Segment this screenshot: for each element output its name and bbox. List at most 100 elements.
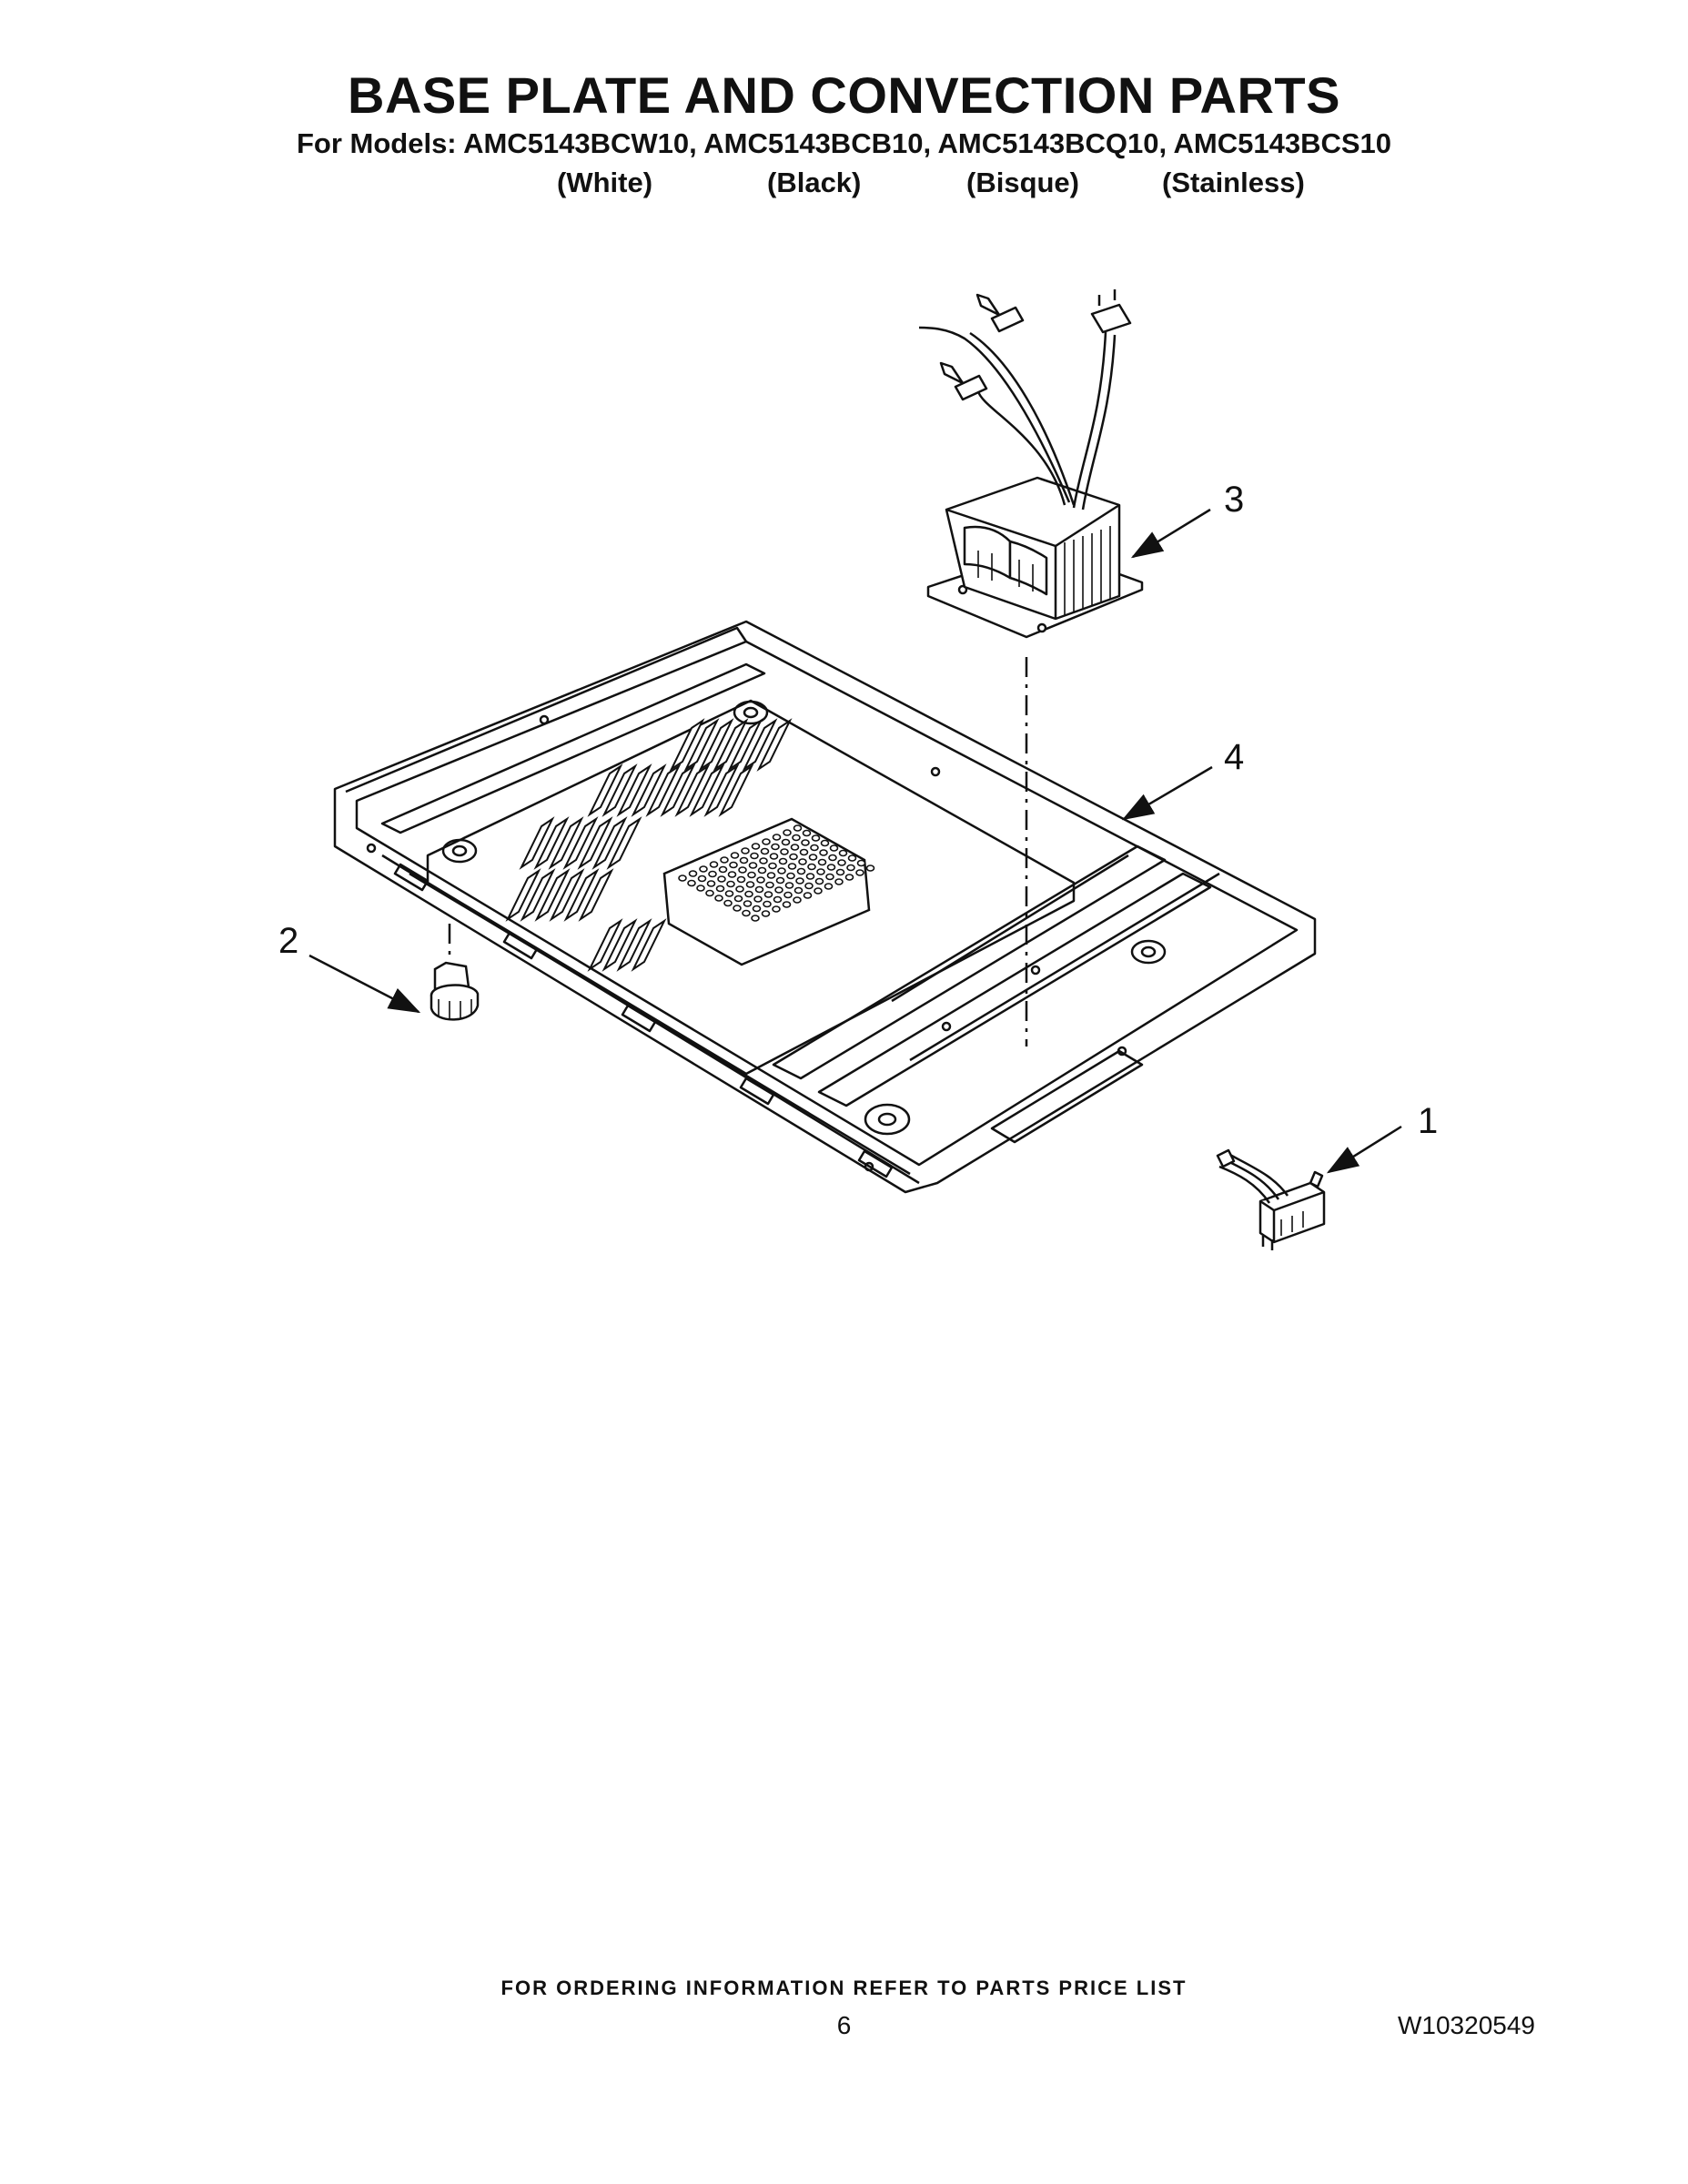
perforation-hole	[760, 847, 770, 855]
perforation-hole	[816, 868, 825, 875]
perforation-hole	[783, 829, 792, 836]
perforation-hole	[738, 866, 747, 874]
perforation-hole	[747, 871, 756, 879]
page-title: BASE PLATE AND CONVECTION PARTS	[348, 66, 1340, 124]
perforation-hole	[763, 900, 772, 908]
perforation-hole	[736, 875, 746, 884]
perforation-hole	[804, 882, 814, 890]
perforation-hole	[834, 878, 844, 885]
color-stainless: (Stainless)	[1162, 167, 1305, 198]
perforation-hole	[855, 869, 864, 876]
perforation-hole	[774, 886, 783, 894]
perforation-hole	[773, 895, 783, 904]
perforation-hole	[723, 899, 733, 907]
perforation-hole	[745, 881, 755, 888]
perforation-hole	[825, 873, 834, 881]
perforation-hole	[708, 870, 717, 878]
perforation-hole	[761, 910, 771, 917]
perforation-hole	[751, 843, 761, 850]
perforation-hole	[778, 857, 788, 865]
perforation-hole	[741, 847, 750, 854]
perforation-hole	[718, 865, 728, 874]
perforation-hole	[787, 863, 797, 870]
perforation-hole	[743, 900, 753, 907]
perforation-hole	[705, 889, 714, 897]
vent-louvers	[505, 718, 793, 972]
perforation-hole	[799, 848, 809, 856]
perforation-hole	[696, 885, 705, 892]
perforation-hole	[715, 885, 725, 893]
perforation-hole	[729, 861, 738, 869]
perforation-hole	[714, 895, 723, 902]
perforation-hole	[717, 875, 726, 883]
assembly-leader-lines	[448, 657, 1028, 1046]
perforation-hole	[769, 853, 779, 860]
perforation-hole	[810, 844, 819, 852]
perforation-hole	[793, 896, 802, 904]
callout-arrows	[308, 508, 1402, 1174]
perforation-hole	[835, 868, 845, 876]
perforation-hole	[795, 877, 804, 885]
perforation-hole	[762, 838, 771, 845]
callout-4: 4	[1224, 737, 1244, 777]
perforation-hole	[678, 875, 687, 882]
perforation-hole	[865, 864, 875, 872]
perforation-hole	[775, 876, 785, 885]
perforation-hole	[783, 891, 793, 899]
perforation-hole	[814, 877, 824, 885]
perforation-hole	[801, 839, 810, 846]
perforation-hole	[735, 885, 744, 893]
perforation-hole	[814, 887, 823, 895]
perforation-hole	[688, 870, 698, 877]
perforation-hole	[772, 834, 782, 841]
perforation-hole	[739, 856, 749, 864]
callout-1: 1	[1418, 1101, 1438, 1141]
color-black: (Black)	[767, 167, 862, 198]
callout-2: 2	[278, 921, 298, 961]
document-number: W10320549	[1397, 2011, 1535, 2039]
perforation-hole	[808, 854, 818, 861]
perforation-hole	[811, 834, 821, 842]
perforation-hole	[765, 881, 774, 889]
perforation-hole	[807, 863, 816, 871]
perforation-hole	[752, 905, 762, 913]
perforation-hole	[793, 886, 804, 895]
perforation-hole	[742, 909, 751, 917]
perforation-hole	[699, 865, 708, 873]
page-number: 6	[836, 2011, 852, 2039]
color-bisque: (Bisque)	[966, 167, 1079, 198]
perforation-hole	[846, 864, 855, 872]
perforation-hole	[838, 849, 848, 857]
perforation-hole	[781, 838, 791, 846]
perforation-hole	[826, 864, 836, 871]
perforation-hole	[754, 885, 764, 894]
perforation-hole	[847, 854, 857, 862]
perforation-hole	[824, 883, 834, 890]
perforation-hole	[768, 862, 777, 870]
perforation-hole	[730, 852, 740, 859]
ordering-info: FOR ORDERING INFORMATION REFER TO PARTS …	[500, 1977, 1188, 1999]
perforation-hole	[793, 824, 803, 832]
perforation-hole	[856, 859, 866, 867]
perforation-hole	[751, 915, 760, 922]
transformer	[918, 289, 1144, 639]
perforation-hole	[772, 905, 781, 913]
perforation-hole	[817, 858, 827, 866]
perforated-grid	[662, 817, 875, 966]
perforation-hole	[759, 857, 768, 864]
foot	[430, 961, 480, 1021]
perforation-hole	[790, 844, 800, 851]
color-white: (White)	[557, 167, 653, 198]
perforation-hole	[837, 859, 846, 866]
perforation-hole	[709, 861, 719, 868]
perforation-hole	[744, 890, 753, 898]
perforation-hole	[802, 829, 812, 837]
model-list: For Models: AMC5143BCW10, AMC5143BCB10, …	[296, 127, 1392, 159]
perforation-hole	[803, 892, 813, 899]
perforation-hole	[784, 882, 794, 889]
perforation-hole	[756, 876, 765, 884]
perforation-hole	[796, 867, 806, 875]
perforation-hole	[706, 880, 716, 887]
perforation-hole	[748, 862, 758, 869]
perforation-hole	[733, 905, 742, 912]
